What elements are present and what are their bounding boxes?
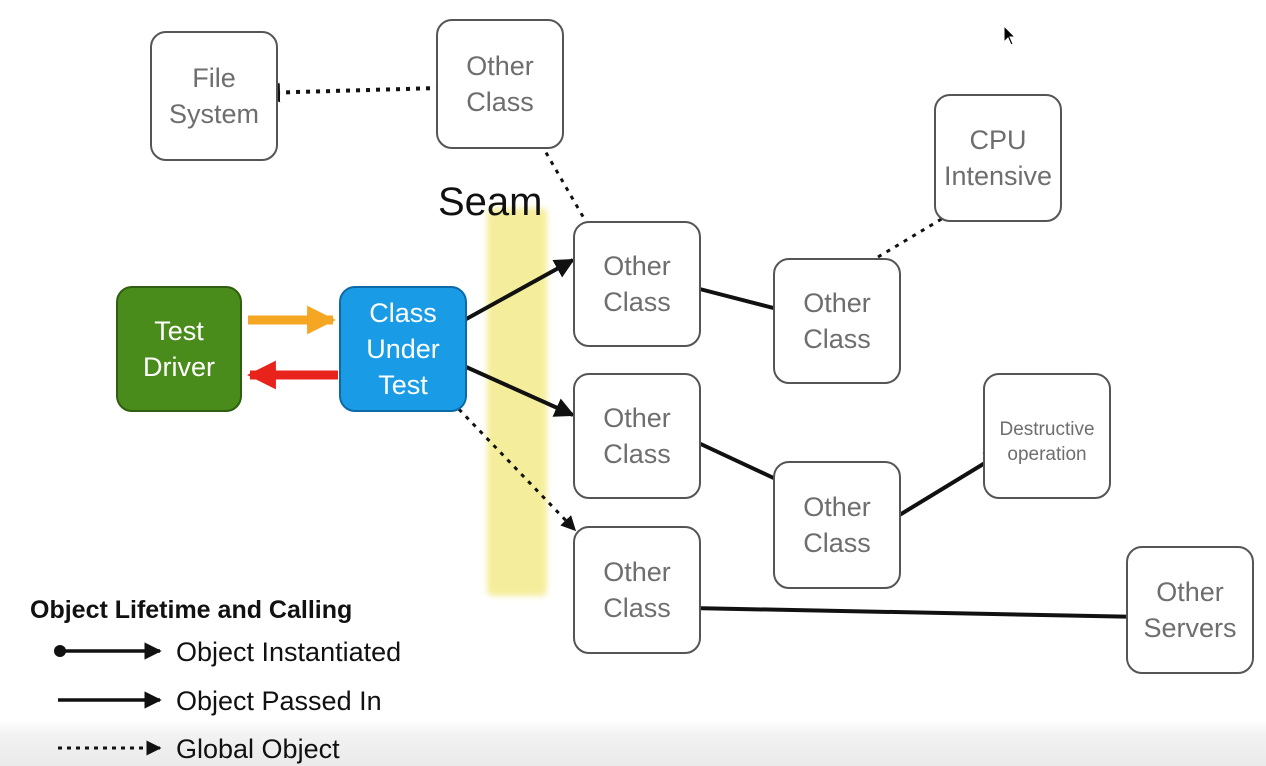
node-file-system: File System bbox=[150, 31, 278, 161]
mouse-cursor-icon bbox=[1003, 25, 1017, 46]
node-other-class-3: Other Class bbox=[573, 526, 701, 654]
node-other-class-4: Other Class bbox=[773, 258, 901, 384]
node-destructive-operation: Destructive operation bbox=[983, 373, 1111, 499]
seam-band bbox=[487, 208, 547, 596]
edge-other-top-to-file-system bbox=[260, 82, 441, 103]
legend-label-global: Global Object bbox=[176, 734, 340, 764]
node-other-class-top: Other Class bbox=[436, 19, 564, 149]
edge-cut-to-other-1 bbox=[449, 258, 575, 330]
node-other-servers: Other Servers bbox=[1126, 546, 1254, 674]
edge-cut-to-other-3 bbox=[450, 400, 577, 532]
legend-label-instantiated: Object Instantiated bbox=[176, 637, 402, 667]
node-class-under-test: Class Under Test bbox=[339, 286, 467, 412]
node-other-class-2: Other Class bbox=[573, 373, 701, 499]
legend-title: Object Lifetime and Calling bbox=[30, 596, 353, 624]
node-other-class-5: Other Class bbox=[773, 461, 901, 589]
node-other-class-1: Other Class bbox=[573, 221, 701, 347]
seam-label: Seam bbox=[438, 180, 543, 224]
node-test-driver: Test Driver bbox=[116, 286, 242, 412]
edge-other-3-to-other-servers bbox=[689, 606, 1147, 627]
node-cpu-intensive: CPU Intensive bbox=[934, 94, 1062, 222]
edge-cut-to-other-2 bbox=[454, 360, 575, 417]
legend-label-passed: Object Passed In bbox=[176, 686, 382, 716]
